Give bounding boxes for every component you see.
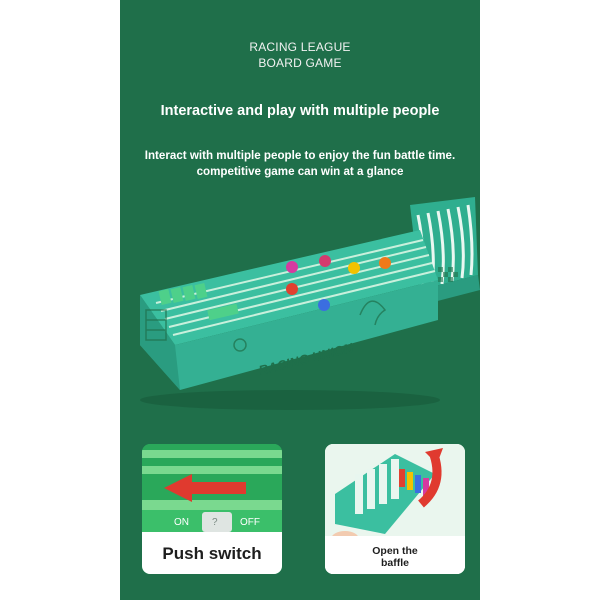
open-baffle-caption: Open the baffle: [325, 545, 465, 569]
push-arrow-icon: [164, 474, 246, 502]
open-baffle-caption-line2: baffle: [380, 557, 409, 569]
description: Interact with multiple people to enjoy t…: [144, 149, 456, 178]
open-baffle-thumbnail: Open the baffle: [325, 444, 465, 574]
open-baffle-caption-line1: Open the: [372, 545, 418, 557]
push-switch-thumbnail: ON ? OFF Push switch: [142, 444, 282, 574]
racing-board-illustration: RACING UNION: [140, 197, 480, 410]
colored-pieces: [399, 469, 429, 496]
racing-pieces: [286, 255, 391, 311]
switch-mark: ?: [212, 517, 218, 528]
brand-title-line1: RACING LEAGUE: [249, 40, 351, 54]
brand-title-line2: BOARD GAME: [258, 56, 342, 70]
headline: Interactive and play with multiple peopl…: [160, 103, 440, 119]
product-banner: RACING LEAGUE BOARD GAME Interactive and…: [120, 0, 480, 600]
push-switch-caption: Push switch: [162, 544, 262, 563]
switch-off-label: OFF: [240, 517, 260, 528]
switch-on-label: ON: [174, 517, 189, 528]
